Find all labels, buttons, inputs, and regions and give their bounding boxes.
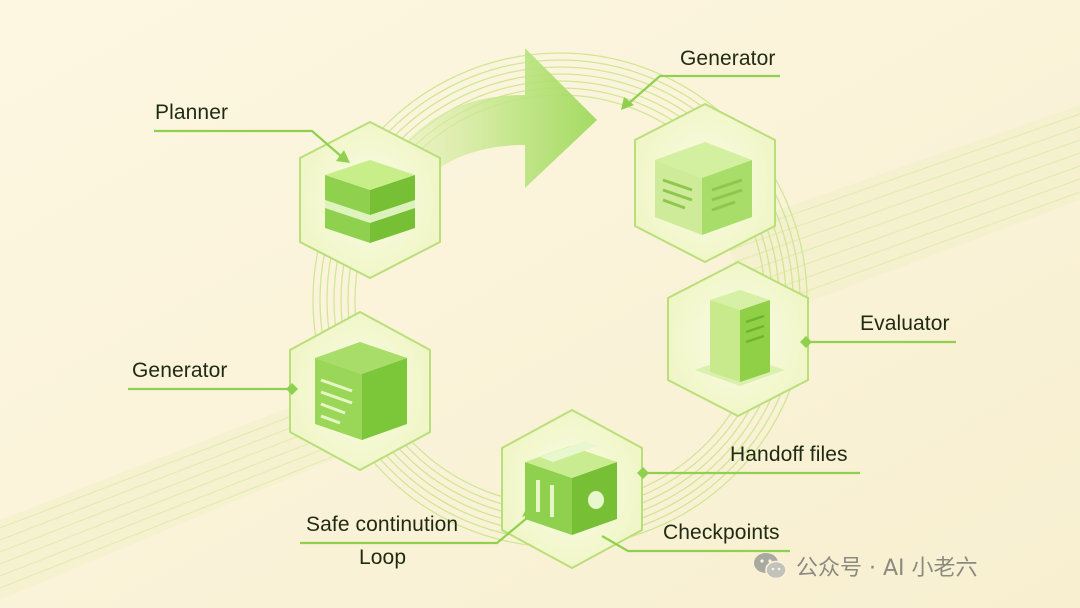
wechat-icon [754, 553, 787, 580]
generator-left-label: Generator [132, 359, 228, 382]
server-icon [695, 290, 785, 386]
evaluator-node [667, 260, 809, 418]
planner-cube-icon [325, 160, 415, 243]
checkpoints-label: Checkpoints [663, 521, 780, 544]
flow-band-right [720, 105, 1080, 320]
planner-label: Planner [155, 101, 229, 124]
handoff-files-label: Handoff files [730, 443, 848, 466]
document-cube-icon [655, 142, 752, 235]
document-cube-icon [315, 342, 407, 440]
leader-arrowheads [336, 97, 634, 517]
safe-continuation-label: Safe continution [306, 513, 459, 536]
generator-left-node [289, 310, 431, 472]
loop-label: Loop [359, 546, 407, 569]
generator-top-label: Generator [680, 47, 776, 70]
generator-top-node [634, 102, 776, 264]
flow-band-left [0, 380, 381, 600]
leader-dots [286, 336, 812, 479]
evaluator-label: Evaluator [860, 312, 950, 335]
watermark: 公众号 · AI 小老六 [752, 549, 978, 583]
planner-node [299, 120, 441, 280]
file-box-icon [525, 441, 617, 535]
checkpoint-node [501, 408, 643, 570]
watermark-text: 公众号 · AI 小老六 [796, 556, 978, 581]
leader-lines [128, 74, 956, 553]
